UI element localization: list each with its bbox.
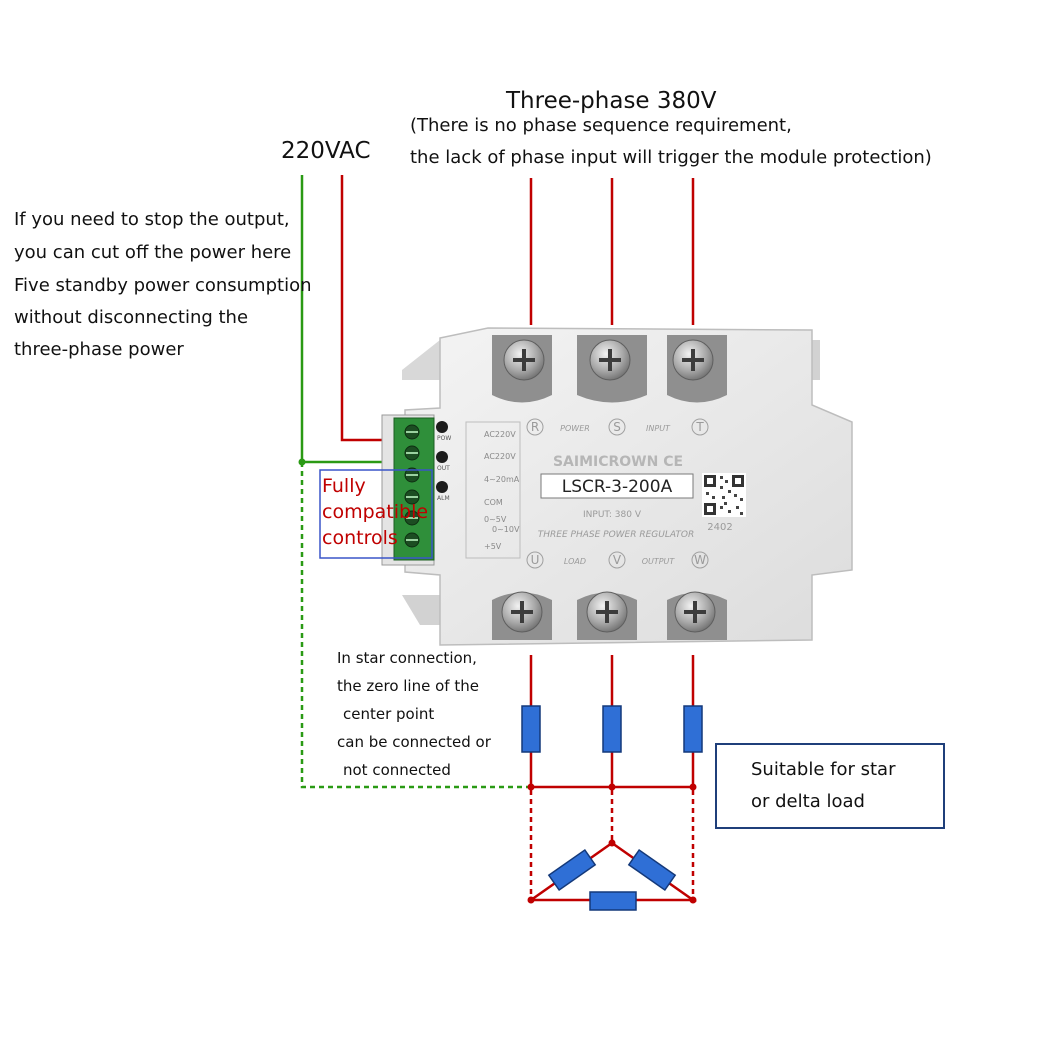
phase-note-line-1: (There is no phase sequence requirement,: [410, 115, 792, 136]
star-note-line-3: center point: [343, 705, 435, 723]
ctrl-label-0-5v: 0~5V: [484, 515, 507, 524]
control-terminal-block: [381, 414, 435, 566]
input-spec: INPUT: 380 V: [583, 510, 642, 520]
screw-v: [586, 591, 628, 633]
stop-note-line-5: three-phase power: [14, 339, 184, 360]
star-note-line-2: the zero line of the: [337, 677, 479, 695]
status-leds: POW OUT ALM: [436, 421, 451, 502]
caption-load: LOAD: [564, 557, 586, 566]
controls-note-line-2: compatible: [322, 501, 429, 523]
ac220-title: 220VAC: [281, 138, 371, 164]
control-labels-panel: AC220V AC220V 4~20mA COM 0~5V 0~10V +5V: [465, 421, 521, 559]
regulator-subtitle: THREE PHASE POWER REGULATOR: [538, 530, 694, 540]
resistor-star-w: [683, 705, 703, 753]
terminal-r: R: [531, 420, 539, 434]
brand-name: SAIMICROWN CE: [553, 454, 683, 470]
resistor-delta-right: [627, 848, 677, 892]
delta-load-resistors: [547, 848, 677, 911]
led-label-alm: ALM: [437, 495, 450, 502]
controls-note-line-1: Fully: [322, 475, 366, 497]
caption-output: OUTPUT: [642, 557, 676, 566]
terminal-v: V: [613, 553, 622, 567]
terminal-u: U: [531, 553, 540, 567]
load-note-line-2: or delta load: [751, 791, 865, 812]
load-note-line-1: Suitable for star: [751, 759, 896, 780]
delta-dashed-wires: [529, 790, 695, 900]
led-label-pow: POW: [437, 435, 451, 442]
resistor-star-u: [521, 705, 541, 753]
ctrl-label-current: 4~20mA: [484, 475, 520, 484]
model-plate: [540, 473, 694, 499]
controls-highlight-box: [319, 469, 433, 559]
load-note-box: [715, 743, 945, 829]
terminal-screws: [501, 339, 716, 633]
ctrl-label-ac220-1: AC220V: [484, 430, 516, 439]
module-branding: SAIMICROWN CE LSCR-3-200A INPUT: 380 V T…: [538, 454, 733, 540]
star-note-line-4: can be connected or: [337, 733, 491, 751]
phase-note-line-2: the lack of phase input will trigger the…: [410, 147, 932, 168]
qr-code-icon: [702, 473, 746, 517]
stop-note-line-1: If you need to stop the output,: [14, 209, 290, 230]
screw-s: [589, 339, 631, 381]
star-load-resistors: [521, 705, 703, 753]
ctrl-label-0-10v: 0~10V: [492, 525, 520, 534]
screw-u: [501, 591, 543, 633]
resistor-delta-bottom: [589, 891, 637, 911]
terminal-letters: R S T POWER INPUT U V W LOAD OUTPUT: [526, 418, 709, 569]
terminal-t: T: [695, 420, 704, 434]
stop-note-line-3: Five standby power consumption: [14, 275, 312, 296]
resistor-star-v: [602, 705, 622, 753]
led-out: [436, 451, 448, 463]
batch-number: 2402: [707, 522, 732, 533]
resistor-delta-left: [547, 848, 597, 892]
caption-input: INPUT: [646, 424, 671, 433]
three-phase-title: Three-phase 380V: [506, 88, 717, 114]
stop-note-line-2: you can cut off the power here: [14, 242, 292, 263]
terminal-s: S: [613, 420, 621, 434]
stop-note-line-4: without disconnecting the: [14, 307, 249, 328]
star-note-line-1: In star connection,: [337, 649, 477, 667]
ctrl-label-5v: +5V: [484, 542, 502, 551]
neutral-dashed-wire: [300, 462, 531, 789]
star-point-dots: [527, 783, 697, 791]
three-phase-input-wires: [529, 178, 695, 325]
model-number: LSCR-3-200A: [562, 477, 673, 497]
led-alm: [436, 481, 448, 493]
ctrl-label-com: COM: [484, 498, 503, 507]
screw-t: [672, 339, 714, 381]
led-label-out: OUT: [437, 465, 450, 472]
ctrl-label-ac220-2: AC220V: [484, 452, 516, 461]
controls-note-line-3: controls: [322, 527, 398, 549]
screw-w: [674, 591, 716, 633]
led-pow: [436, 421, 448, 433]
star-note-line-5: not connected: [343, 761, 451, 779]
caption-power: POWER: [560, 424, 590, 433]
screw-r: [503, 339, 545, 381]
terminal-w: W: [694, 553, 706, 567]
delta-corner-dots: [527, 839, 697, 904]
